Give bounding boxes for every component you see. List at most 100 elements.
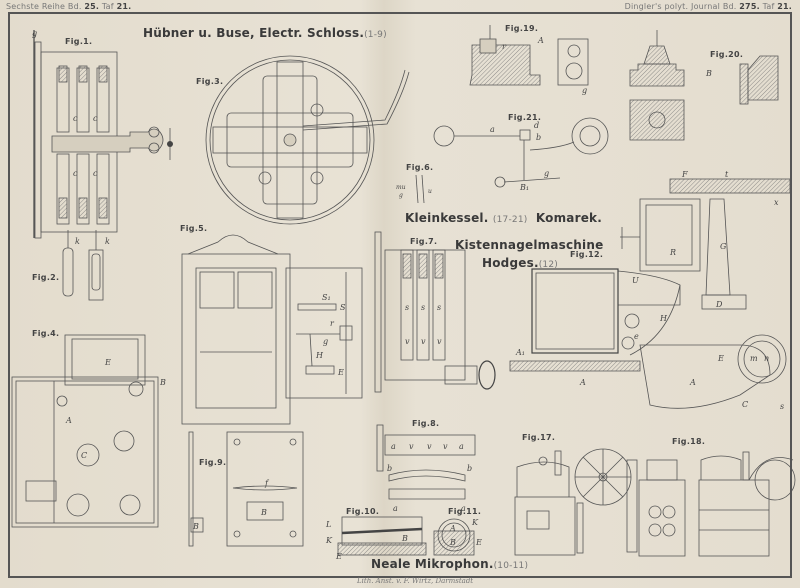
figure-18-boiler-views (626, 451, 796, 557)
plate-frame (8, 12, 792, 578)
fig4-letter-C: C (81, 451, 87, 460)
fig4-letter-E: E (104, 358, 111, 367)
fig7-letter-v1: v (405, 337, 410, 346)
header-left: Sechste Reihe Bd. 25. Taf 21. (6, 2, 131, 11)
label-fig3: Fig.3. (196, 77, 224, 86)
figure-19-valve: r A g (469, 25, 589, 95)
fig2-letter-k1: k (75, 237, 80, 246)
fig8-letter-a4: a (461, 504, 466, 513)
label-fig19: Fig.19. (505, 24, 539, 33)
fig8-letter-b2: b (467, 464, 472, 473)
fig1-letter-c4: c (93, 169, 98, 178)
fig21-letter-a: a (490, 125, 495, 134)
title-huebner-text: Hübner u. Buse, Electr. Schloss. (143, 26, 365, 40)
fig9-letter-B1: B (192, 522, 199, 531)
title-neale-range: (10-11) (493, 561, 529, 571)
figure-6-detail: mu g u (396, 174, 432, 204)
fig12-letter-H: H (659, 314, 668, 323)
title-kistennagel-line1: Kistennagelmaschine (455, 238, 604, 252)
fig21-letter-d: d (534, 121, 539, 130)
fig21-letter-B1: B₁ (519, 183, 529, 192)
fig8-letter-a3: a (393, 504, 398, 513)
fig20-letter-B: B (705, 69, 712, 78)
figure-9-plate: B f B (188, 431, 304, 547)
figure-1-lock-mechanism: g c c c c (32, 29, 173, 239)
fig8-letter-v1: v (409, 442, 414, 451)
fig21-letter-b: b (536, 133, 541, 142)
fig8-letter-v3: v (443, 442, 448, 451)
title-kistennagel-range: (12) (538, 260, 558, 270)
fig1-letter-g: g (32, 29, 37, 38)
figure-7-tumbler-lock: s s s v v v (374, 231, 496, 393)
title-kleinkessel-range: (17-21) (492, 215, 528, 225)
fig1-key-bow-hole-top (148, 126, 160, 138)
fig19-letter-A: A (537, 36, 544, 45)
fig6-letter-mu: mu (396, 184, 406, 191)
fig12-letter-E: E (717, 354, 724, 363)
fig5-letter-H: H (315, 351, 324, 360)
fig8-letter-a1: a (391, 442, 396, 451)
fig12-letter-U: U (632, 276, 639, 285)
fig9-letter-B2: B (260, 508, 267, 517)
fig4-letter-A: A (65, 416, 72, 425)
fig12-letter-x: x (774, 198, 779, 207)
fig2-letter-k2: k (105, 237, 110, 246)
label-fig11: Fig.11. (448, 507, 482, 516)
header-volume-left: 25. (84, 2, 100, 11)
figure-12-nailing-machine: F t x R G D U H e A₁ A A E m n C s (509, 170, 791, 411)
fig11-letter-A: A (449, 524, 456, 533)
fig7-letter-v3: v (437, 337, 442, 346)
fig1-key[interactable] (51, 128, 164, 153)
fig7-letter-s1: s (405, 303, 409, 312)
label-fig4: Fig.4. (32, 329, 60, 338)
fig3-wires (302, 69, 406, 127)
fig1-letter-c2: c (93, 114, 98, 123)
fig12-letter-G: G (720, 242, 727, 251)
fig12-wheel (737, 334, 787, 384)
fig12-letter-e: e (634, 332, 639, 341)
fig7-letter-s3: s (437, 303, 441, 312)
title-kleinkessel: Kleinkessel. (17-21) Komarek. (405, 211, 602, 225)
fig8-letter-a2: a (459, 442, 464, 451)
fig8-letter-v2: v (427, 442, 432, 451)
header-plate-right: 21. (777, 2, 792, 11)
label-fig21: Fig.21. (508, 113, 542, 122)
fig7-key-bow[interactable] (478, 360, 496, 390)
header-journal: Dingler's polyt. Journal Bd. (624, 2, 737, 11)
fig11-letter-B: B (449, 538, 456, 547)
header-right: Dingler's polyt. Journal Bd. 275. Taf 21… (625, 2, 792, 11)
fig5-letter-r: r (330, 319, 335, 328)
fig4-letter-B: B (159, 378, 166, 387)
label-fig18: Fig.18. (672, 437, 706, 446)
label-fig7: Fig.7. (410, 237, 438, 246)
fig12-letter-m: m (750, 354, 758, 363)
title-huebner-lock: Hübner u. Buse, Electr. Schloss.(1-9) (143, 26, 387, 40)
fig12-letter-F: F (681, 170, 688, 179)
fig12-letter-t: t (725, 170, 729, 179)
figure-21-linkage: a d b B₁ g (433, 117, 609, 192)
fig12-letter-D: D (715, 300, 723, 309)
label-fig5: Fig.5. (180, 224, 208, 233)
title-kistennagel-author: Hodges. (482, 256, 539, 270)
fig5-letter-S1: S₁ (322, 293, 331, 302)
fig12-letter-A1: A₁ (515, 348, 525, 357)
title-kistennagel-line2: Hodges.(12) (482, 256, 558, 270)
fig10-letter-E: E (335, 552, 342, 561)
label-fig9: Fig.9. (199, 458, 227, 467)
fig18-flywheel (754, 459, 796, 501)
header-series: Sechste Reihe Bd. (6, 2, 82, 11)
label-fig20: Fig.20. (710, 50, 744, 59)
fig12-letter-R: R (669, 248, 676, 257)
fig12-letter-C: C (742, 400, 748, 409)
fig11-letter-E: E (475, 538, 482, 547)
label-fig1: Fig.1. (65, 37, 93, 46)
figure-3-round-lock (205, 55, 410, 225)
fig1-letter-c1: c (73, 114, 78, 123)
header-plate-prefix-left: Taf (101, 2, 114, 11)
fig12-top-bar (669, 178, 791, 194)
fig1-key-bow-hole-bottom (148, 142, 160, 154)
fig12-letter-n: n (764, 354, 769, 363)
fig1-bolt-plate (34, 41, 42, 239)
label-fig8: Fig.8. (412, 419, 440, 428)
fig8-letter-b1: b (387, 464, 392, 473)
